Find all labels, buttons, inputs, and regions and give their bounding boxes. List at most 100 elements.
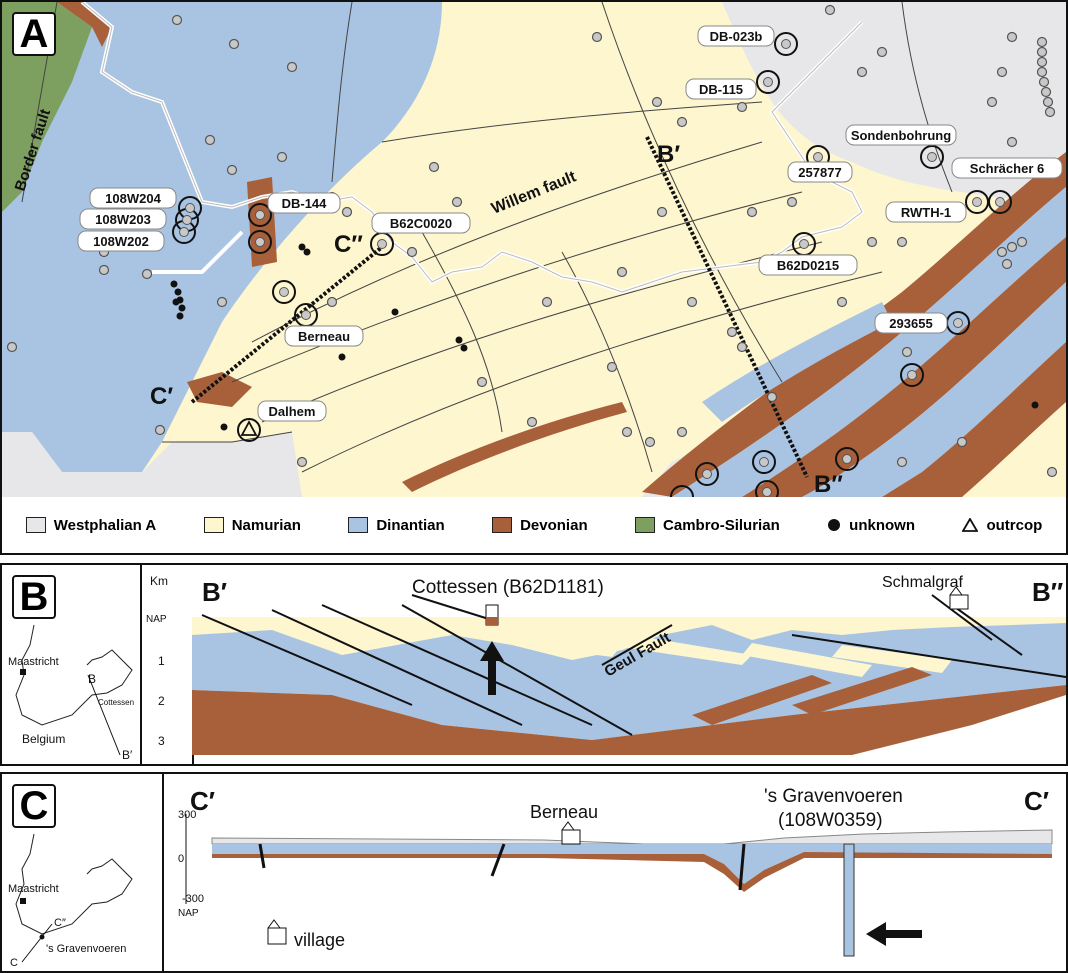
devonian-lens [402, 402, 627, 492]
schmalgraf-label: Schmalgraf [882, 574, 963, 591]
legend-westphalian: Westphalian A [25, 516, 157, 534]
well-label-108w204: 108W204 [105, 191, 161, 206]
inset-map-c: Maastricht 's Gravenvoeren C C″ [8, 833, 133, 969]
highlighted-well-centers [179, 39, 1005, 497]
well-label-108w202: 108W202 [93, 234, 149, 249]
well-label-dalhem: Dalhem [269, 404, 316, 419]
legend-unknown: unknown [827, 517, 915, 534]
berneau-village [561, 829, 581, 845]
well-label-b62c0020: B62C0020 [390, 216, 452, 231]
dinantian-lens [702, 302, 892, 422]
axis-tick-0: 0 [178, 853, 184, 865]
well-label-b62d0215: B62D0215 [777, 258, 839, 273]
depth-axis-b: Km NAP 1 2 3 [140, 565, 194, 764]
c-dinantian [212, 844, 1052, 884]
axis-tick-3: 3 [158, 734, 165, 748]
well-label-berneau: Berneau [298, 329, 350, 344]
devonian-strip-3 [882, 342, 1066, 497]
axis-tick-minus300: -300 [182, 893, 204, 905]
marker-c-double: C″ [334, 231, 363, 258]
inset-marker-end: B′ [122, 748, 133, 762]
legend-label: Namurian [231, 516, 301, 534]
axis-tick-1: 1 [158, 654, 165, 668]
section-c-right-end: C′ [1024, 786, 1049, 816]
c-fault-2 [490, 843, 506, 877]
c-fault-3 [738, 843, 746, 891]
legend-swatch [25, 517, 46, 533]
geological-map: DB-023b DB-115 Sondenbohrung Schrächer 6… [2, 2, 1066, 497]
legend-label: Westphalian A [53, 516, 157, 534]
dinantian-strip-2 [802, 282, 1066, 497]
c-fault-1 [258, 843, 266, 869]
devonian-tongues [692, 667, 932, 725]
unknown-dots [170, 243, 1039, 431]
legend-swatch [348, 517, 369, 533]
well-label-108w203: 108W203 [95, 212, 151, 227]
cross-section-c: 300 0 -300 NAP village C′ C′ Berneau 's … [162, 774, 1053, 971]
panel-a-letter: A [12, 12, 56, 56]
axis-tick-300: 300 [178, 809, 196, 821]
gravenvoeren-label: 's Gravenvoeren [764, 786, 903, 807]
well-label-db023b: DB-023b [710, 29, 763, 44]
up-arrow-icon [480, 641, 504, 695]
c-surface [211, 829, 1053, 845]
section-c-left-end: C′ [190, 786, 215, 816]
section-b-panel: Maastricht Belgium Cottessen B B′ B Km N… [0, 563, 1068, 766]
well-label-sondenbohrung: Sondenbohrung [851, 128, 951, 143]
section-b-line [645, 136, 809, 478]
legend-swatch [635, 517, 656, 533]
cross-section-b: B′ B″ Cottessen (B62D1181) Schmalgraf Ge… [192, 565, 1066, 755]
dot-icon [828, 519, 841, 531]
devonian-strip-1 [642, 152, 1066, 497]
section-b-right-end: B″ [1032, 577, 1063, 607]
schmalgraf-village [949, 594, 969, 610]
c-devonian [212, 852, 1052, 892]
legend-swatch [492, 517, 513, 533]
triangle-icon [962, 518, 979, 532]
inset-marker-start: B [88, 672, 96, 686]
legend-label: Dinantian [376, 516, 445, 534]
legend-devonian: Devonian [492, 517, 588, 534]
gravenvoeren-id: (108W0359) [778, 810, 883, 831]
c-well [843, 843, 855, 957]
axis-tick-nap: NAP [178, 908, 199, 919]
village-legend-icon [267, 927, 287, 945]
legend-label: unknown [849, 516, 915, 534]
legend-label: Devonian [520, 516, 588, 534]
inset-city: Maastricht [8, 883, 59, 895]
section-c-line [190, 245, 384, 404]
berneau-label: Berneau [530, 802, 598, 822]
inset-village: 's Gravenvoeren [46, 943, 126, 955]
legend-dinantian: Dinantian [348, 516, 445, 534]
well-dots [6, 4, 1058, 478]
inset-city: Maastricht [8, 656, 59, 668]
westphalian-sw [2, 432, 302, 497]
inset-marker-end: C″ [54, 917, 66, 929]
westphalian-ne [722, 2, 1066, 202]
village-legend-label: village [294, 930, 345, 950]
well-label-schracher6: Schrächer 6 [970, 161, 1044, 176]
legend-label: outrcop [986, 516, 1043, 534]
outcrop-icon [240, 420, 258, 436]
legend-outcrop: outrcop [962, 517, 1042, 534]
inset-map-b: Maastricht Belgium Cottessen B B′ [8, 624, 134, 762]
panel-b-letter: B [12, 575, 56, 619]
well-stack [996, 36, 1056, 270]
map-panel: DB-023b DB-115 Sondenbohrung Schrächer 6… [0, 0, 1068, 499]
surface-bg [192, 565, 1066, 617]
inset-country: Belgium [22, 732, 65, 746]
marker-b-prime: B′ [657, 141, 680, 168]
well-label-rwth1: RWTH-1 [901, 205, 951, 220]
section-b-faults [201, 594, 1066, 736]
devonian-layer [192, 685, 1066, 755]
devonian-border [57, 2, 112, 47]
map-legend: Westphalian A Namurian Dinantian Devonia… [0, 497, 1068, 555]
namurian-tongues [482, 627, 952, 677]
marker-c-prime: C′ [150, 383, 173, 410]
legend-swatch [203, 517, 224, 533]
well-label-257877: 257877 [798, 165, 841, 180]
section-b-left-end: B′ [202, 577, 227, 607]
well-label-db115: DB-115 [699, 82, 743, 97]
well-label-293655: 293655 [889, 316, 932, 331]
highlighted-wells [172, 32, 1012, 497]
